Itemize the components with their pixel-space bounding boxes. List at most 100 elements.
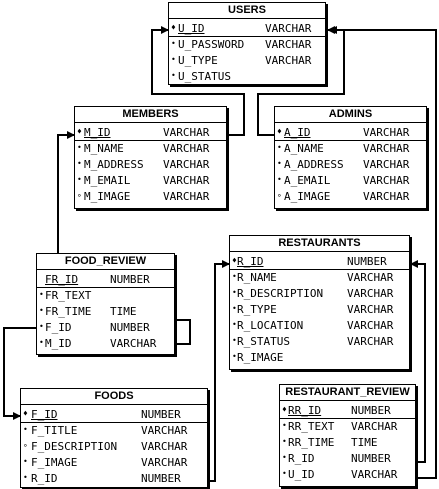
field-name: A_IMAGE — [284, 190, 331, 203]
field-type: NUMBER — [141, 408, 181, 421]
required-field-icon: • — [171, 55, 176, 64]
primary-key-icon: ♦ — [282, 405, 287, 414]
required-field-icon: • — [23, 473, 28, 482]
required-field-icon: • — [232, 336, 237, 345]
required-field-icon: • — [277, 159, 282, 168]
field-type: VARCHAR — [141, 424, 188, 437]
field-row: •A_ADDRESS VARCHAR — [275, 157, 426, 173]
row-divider — [169, 36, 325, 37]
required-field-icon: • — [282, 437, 287, 446]
field-row: •F_TITLE VARCHAR — [21, 423, 207, 439]
required-field-icon: • — [39, 290, 44, 299]
field-name: A_NAME — [284, 142, 324, 155]
field-name: RR_TEXT — [288, 420, 335, 433]
primary-key-icon: ♦ — [23, 409, 28, 418]
field-type: VARCHAR — [110, 337, 157, 350]
field-name: FR_TEXT — [45, 289, 92, 302]
field-type: VARCHAR — [363, 190, 410, 203]
relation-foodreview-foods — [3, 327, 36, 420]
table-title: ADMINS — [275, 107, 426, 123]
required-field-icon: • — [23, 425, 28, 434]
field-type: VARCHAR — [141, 456, 188, 469]
field-name: RR_ID — [288, 404, 322, 417]
optional-field-icon: ∘ — [23, 441, 28, 450]
row-divider — [21, 422, 207, 423]
table-admins[interactable]: ADMINS ♦A_ID VARCHAR •A_NAME VARCHAR •A_AD… — [274, 106, 427, 209]
field-type: VARCHAR — [163, 126, 210, 139]
primary-key-icon: ♦ — [232, 256, 237, 265]
required-field-icon: • — [23, 457, 28, 466]
field-name: U_TYPE — [178, 54, 218, 67]
field-type: VARCHAR — [163, 158, 210, 171]
field-name: R_TYPE — [237, 303, 277, 316]
required-field-icon: • — [282, 453, 287, 462]
field-type: VARCHAR — [163, 190, 210, 203]
field-row: •M_ADDRESS VARCHAR — [75, 157, 226, 173]
field-name: R_ID — [288, 452, 315, 465]
required-field-icon: • — [39, 322, 44, 331]
row-divider — [280, 418, 415, 419]
field-type: NUMBER — [347, 255, 387, 268]
required-field-icon: • — [39, 338, 44, 347]
field-name: FR_TIME — [45, 305, 92, 318]
required-field-icon: • — [232, 304, 237, 313]
field-name: R_DESCRIPTION — [237, 287, 324, 300]
field-row: ♦A_ID VARCHAR — [275, 125, 426, 141]
field-type: VARCHAR — [347, 319, 394, 332]
field-type: VARCHAR — [363, 126, 410, 139]
table-title: USERS — [169, 3, 325, 19]
primary-key-icon: ♦ — [77, 127, 82, 136]
field-name: A_ID — [284, 126, 311, 139]
required-field-icon: • — [282, 469, 287, 478]
row-divider — [275, 140, 426, 141]
field-type: VARCHAR — [347, 335, 394, 348]
field-type: VARCHAR — [265, 22, 312, 35]
field-name: F_DESCRIPTION — [31, 440, 118, 453]
field-type: TIME — [351, 436, 378, 449]
field-name: A_EMAIL — [284, 174, 331, 187]
table-title: RESTAURANT_REVIEW — [280, 385, 415, 401]
optional-field-icon: ∘ — [77, 191, 82, 200]
primary-key-icon: ♦ — [277, 127, 282, 136]
field-type: VARCHAR — [363, 158, 410, 171]
field-name: M_ADDRESS — [84, 158, 144, 171]
relation-restaurantreview-users — [329, 26, 437, 479]
field-name: F_ID — [31, 408, 58, 421]
field-row: •U_STATUS — [169, 69, 325, 85]
field-name: F_TITLE — [31, 424, 78, 437]
relation-members-users — [151, 26, 245, 136]
field-name: R_STATUS — [237, 335, 290, 348]
required-field-icon: • — [39, 306, 44, 315]
required-field-icon: • — [232, 320, 237, 329]
field-type: VARCHAR — [163, 142, 210, 155]
required-field-icon: • — [77, 175, 82, 184]
field-name: A_ADDRESS — [284, 158, 344, 171]
required-field-icon: • — [77, 159, 82, 168]
